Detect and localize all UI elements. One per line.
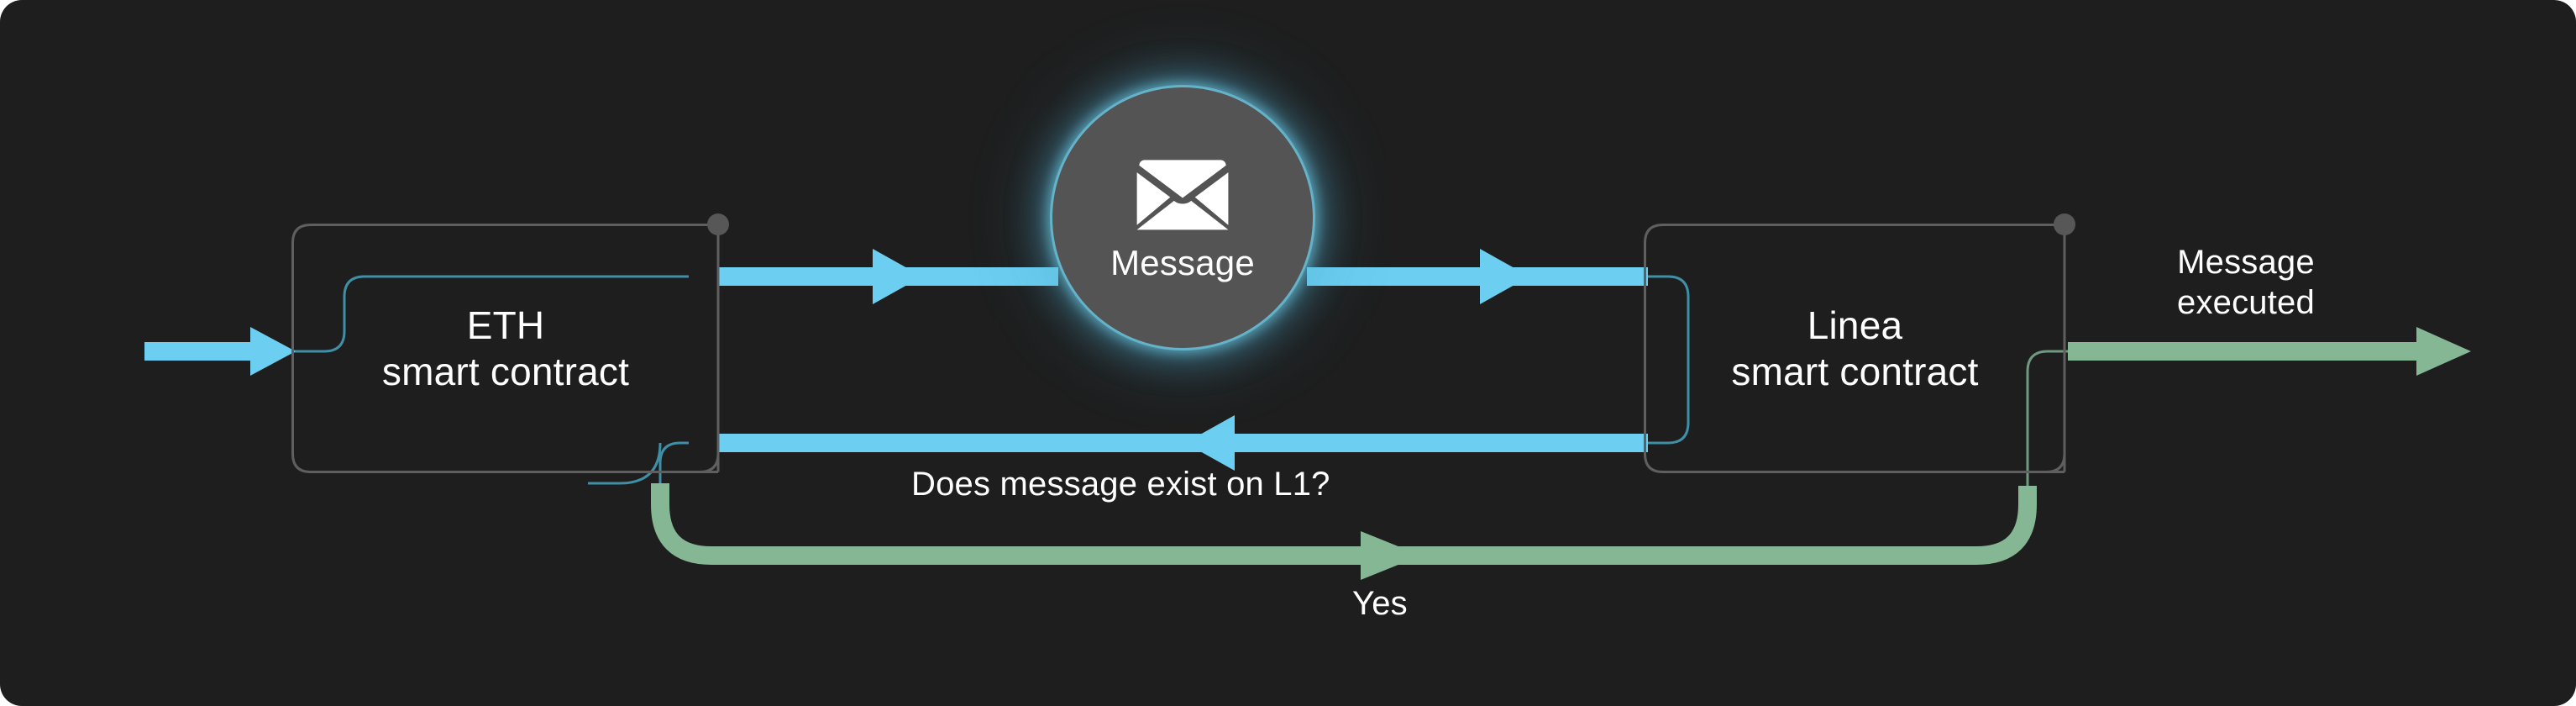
arrowhead-left-return — [1185, 415, 1235, 471]
linea-smart-contract-label: Linea smart contract — [1731, 303, 1979, 393]
eth-internal-return-curve-a — [658, 441, 689, 483]
arrowhead-right-executed — [2416, 327, 2471, 376]
linea-box-corner-dot[interactable] — [2054, 213, 2075, 235]
flow-linea-to-eth-return — [718, 415, 1648, 471]
eth-internal-entry-curve — [294, 275, 689, 353]
flow-entry-arrow — [144, 327, 296, 376]
arrowhead-right-message-to-linea — [1480, 249, 1529, 304]
eth-smart-contract-label: ETH smart contract — [381, 303, 630, 393]
message-node-label: Message — [1110, 243, 1255, 282]
flow-eth-to-message — [718, 249, 1058, 304]
eth-box-group[interactable] — [291, 224, 720, 473]
linea-box-border — [1644, 224, 2066, 473]
linea-box-group[interactable] — [1644, 224, 2066, 473]
arrowhead-right-entry — [250, 327, 296, 376]
flow-message-to-linea — [1307, 249, 1648, 304]
linea-internal-green-curve — [2026, 350, 2068, 494]
eth-internal-return-curve-b — [588, 442, 662, 485]
linea-smart-contract-node[interactable]: Linea smart contract — [1644, 224, 2066, 473]
arrowhead-right-yes — [1361, 531, 1421, 580]
message-executed-label: Message executed — [2177, 244, 2315, 321]
yes-label: Yes — [1352, 585, 1408, 622]
envelope-icon — [1136, 160, 1229, 230]
eth-smart-contract-node[interactable]: ETH smart contract — [291, 224, 720, 473]
message-node[interactable]: Message — [1052, 87, 1313, 348]
eth-box-corner-dot[interactable] — [707, 213, 729, 235]
arrowhead-right-eth-to-message — [873, 249, 922, 304]
flow-message-executed — [2068, 327, 2471, 376]
eth-box-corner-br — [699, 453, 720, 473]
yes-loop-path — [651, 483, 2037, 565]
question-label: Does message exist on L1? — [911, 466, 1330, 503]
linea-internal-curve — [1648, 275, 1690, 445]
linea-box-corner-br — [2045, 453, 2066, 473]
flow-yes-loop — [651, 483, 2037, 580]
eth-box-border — [291, 224, 720, 473]
